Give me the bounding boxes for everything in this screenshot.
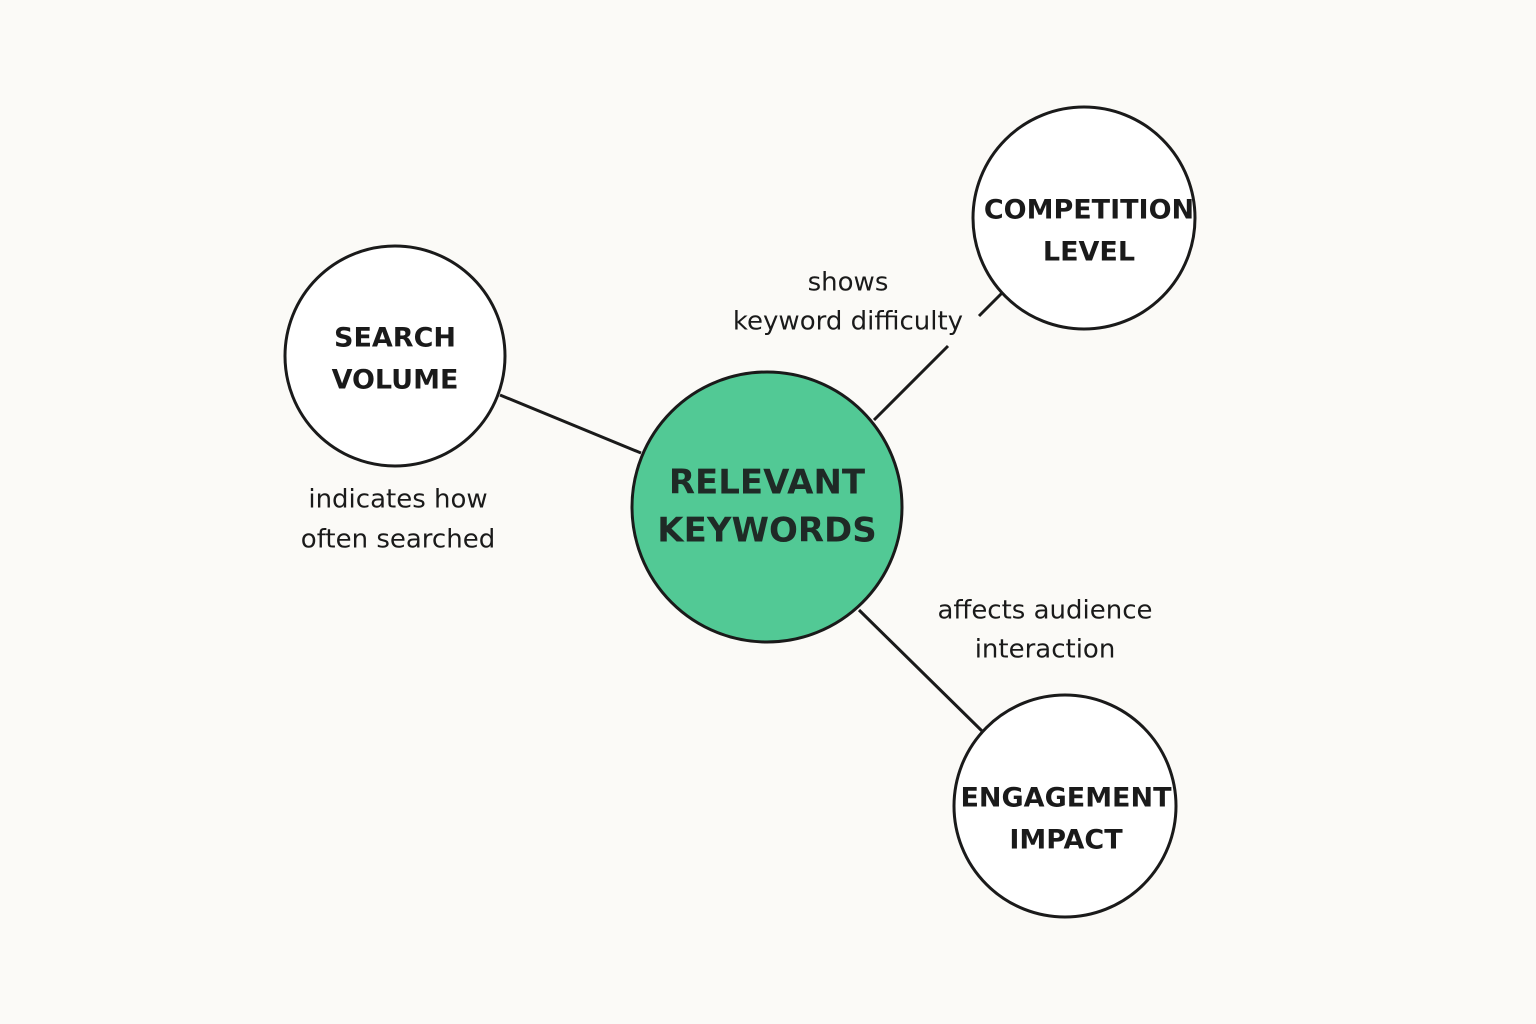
edge-label-line1: indicates how [308,485,487,515]
connector-competition-level-end [977,291,1004,318]
edge-label-engagement-impact: affects audience interaction [937,596,1152,665]
center-title-line1: RELEVANT [669,463,866,503]
node-circle [952,693,1178,919]
node-title-line2: VOLUME [332,365,459,396]
node-circle [971,105,1197,331]
center-node-relevant-keywords: RELEVANT KEYWORDS [630,370,904,644]
node-title-line1: ENGAGEMENT [960,783,1172,814]
node-title-line2: LEVEL [1043,237,1135,268]
edge-label-line2: often searched [301,525,495,555]
node-title-line1: SEARCH [334,323,456,354]
center-circle [630,370,904,644]
node-circle [283,244,507,468]
edge-label-line2: interaction [975,635,1116,665]
node-search-volume: SEARCH VOLUME [283,244,507,468]
edge-label-line1: shows [808,268,889,298]
connector-competition-level [872,344,950,422]
connector-search-volume [499,393,642,455]
edge-label-search-volume: indicates how often searched [301,485,495,555]
center-title-line2: KEYWORDS [657,511,877,551]
node-competition-level: COMPETITION LEVEL [971,105,1197,331]
edge-label-competition-level: shows keyword difficulty [733,268,963,337]
node-title-line2: IMPACT [1009,825,1123,856]
node-engagement-impact: ENGAGEMENT IMPACT [952,693,1178,919]
node-title-line1: COMPETITION [984,195,1194,226]
edge-label-line1: affects audience [937,596,1152,626]
connector-engagement-impact [857,608,984,733]
edge-label-line2: keyword difficulty [733,307,963,337]
